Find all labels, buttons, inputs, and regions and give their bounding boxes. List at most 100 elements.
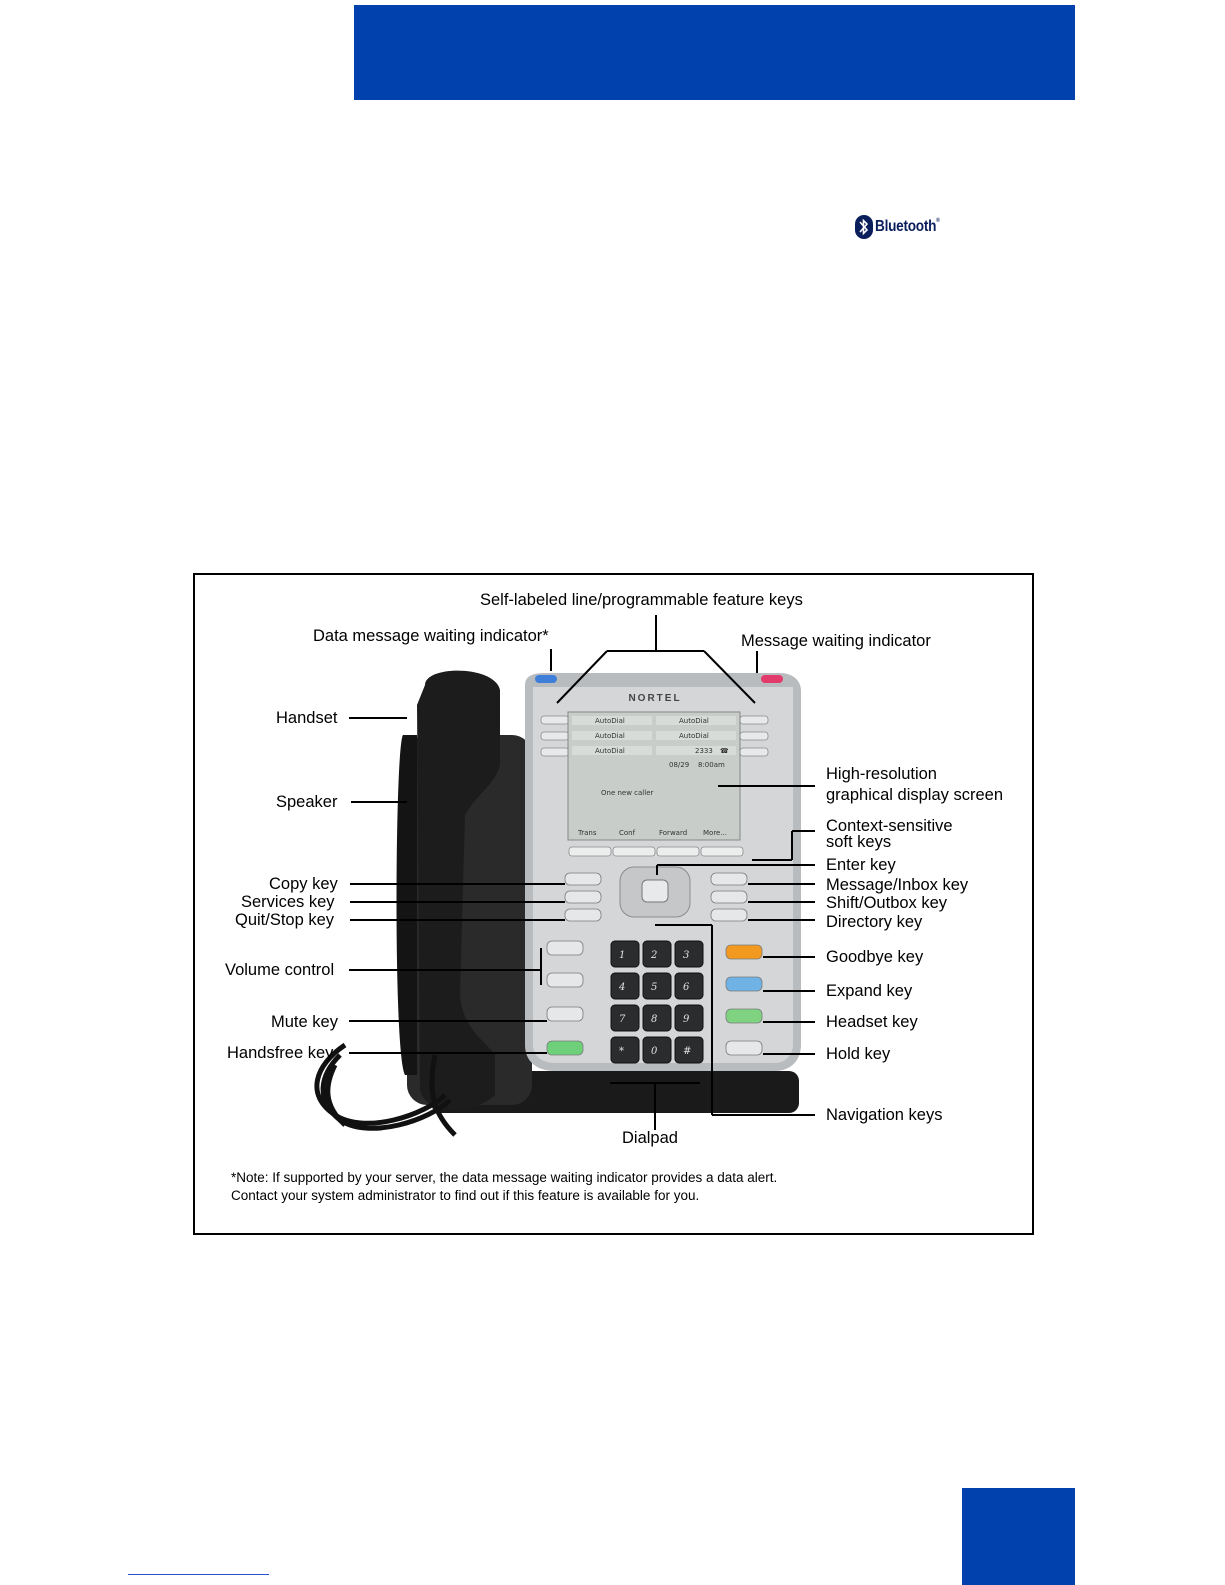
svg-text:More...: More...: [703, 829, 727, 837]
bluetooth-logo: Bluetooth®: [855, 214, 951, 240]
dialpad-key[interactable]: [642, 940, 672, 968]
label-mute: Mute key: [271, 1013, 339, 1031]
svg-text:Conf: Conf: [619, 829, 636, 837]
dialpad-key[interactable]: [610, 940, 640, 968]
label-enter: Enter key: [826, 856, 896, 874]
label-services: Services key: [241, 893, 335, 911]
label-handset: Handset: [276, 709, 338, 727]
line-key-left-3[interactable]: [540, 747, 570, 757]
bluetooth-icon: [855, 215, 873, 239]
dialpad-key-label: 1: [619, 950, 625, 961]
svg-text:AutoDial: AutoDial: [679, 717, 709, 725]
volume-up-key[interactable]: [546, 940, 584, 956]
label-directory: Directory key: [826, 913, 923, 931]
phone-illustration: NORTEL AutoDial AutoDial AutoDial AutoDi…: [314, 670, 801, 1137]
dialpad-key-label: 7: [619, 1014, 626, 1025]
soft-key-2[interactable]: [612, 846, 656, 857]
label-handsfree: Handsfree key: [227, 1044, 334, 1062]
svg-text:8:00am: 8:00am: [698, 761, 725, 769]
dialpad-key-label: 8: [651, 1014, 657, 1025]
softkey-labels: Trans Conf Forward More...: [577, 829, 727, 837]
svg-text:Forward: Forward: [659, 829, 687, 837]
label-goodbye: Goodbye key: [826, 948, 924, 966]
line-key-right-3[interactable]: [739, 747, 769, 757]
services-key[interactable]: [564, 890, 602, 904]
svg-text:Trans: Trans: [577, 829, 597, 837]
soft-key-4[interactable]: [700, 846, 744, 857]
brand-logo: NORTEL: [628, 693, 681, 704]
shift-outbox-key[interactable]: [710, 890, 748, 904]
label-message-waiting-indicator: Message waiting indicator: [741, 632, 931, 650]
label-context-2: soft keys: [826, 833, 891, 851]
label-shift-outbox: Shift/Outbox key: [826, 894, 948, 912]
svg-text:AutoDial: AutoDial: [595, 717, 625, 725]
soft-key-1[interactable]: [568, 846, 612, 857]
label-expand: Expand key: [826, 982, 913, 1000]
dialpad-key[interactable]: [642, 972, 672, 1000]
message-waiting-indicator: [761, 675, 783, 683]
label-message-inbox: Message/Inbox key: [826, 876, 969, 894]
line-key-right-2[interactable]: [739, 731, 769, 741]
line-key-right-1[interactable]: [739, 715, 769, 725]
volume-down-key[interactable]: [546, 972, 584, 988]
dialpad-key[interactable]: [674, 940, 704, 968]
line-key-left-2[interactable]: [540, 731, 570, 741]
svg-text:One new caller: One new caller: [601, 789, 654, 797]
svg-text:08/29: 08/29: [669, 761, 689, 769]
dialpad-key[interactable]: [610, 1004, 640, 1032]
enter-key[interactable]: [641, 879, 669, 903]
svg-text:AutoDial: AutoDial: [679, 732, 709, 740]
dialpad-key[interactable]: [642, 1036, 672, 1064]
dialpad-key[interactable]: [610, 1036, 640, 1064]
label-quit-stop: Quit/Stop key: [235, 911, 335, 929]
label-hires-1: High-resolution: [826, 765, 937, 783]
footer-link-underline[interactable]: [128, 1574, 269, 1575]
label-volume: Volume control: [225, 961, 334, 979]
dialpad-key[interactable]: [674, 972, 704, 1000]
expand-key[interactable]: [725, 976, 763, 992]
copy-key[interactable]: [564, 872, 602, 886]
label-context-1: Context-sensitive: [826, 817, 953, 835]
screen-line-labels: AutoDial AutoDial AutoDial AutoDial Auto…: [572, 716, 736, 797]
handsfree-key[interactable]: [546, 1040, 584, 1056]
line-key-left-1[interactable]: [540, 715, 570, 725]
dialpad-key[interactable]: [610, 972, 640, 1000]
dialpad-key-label: 5: [651, 982, 657, 993]
header-band: [354, 5, 1075, 100]
dialpad-key-label: #: [683, 1046, 691, 1057]
hold-key[interactable]: [725, 1040, 763, 1056]
callout-labels: Self-labeled line/programmable feature k…: [225, 591, 1003, 1203]
dialpad-key[interactable]: [642, 1004, 672, 1032]
svg-text:AutoDial: AutoDial: [595, 732, 625, 740]
dialpad-key-label: 2: [650, 950, 657, 961]
dialpad-key-label: *: [619, 1046, 624, 1057]
soft-key-3[interactable]: [656, 846, 700, 857]
mute-key[interactable]: [546, 1006, 584, 1022]
label-dialpad: Dialpad: [622, 1129, 678, 1147]
phone-diagram-figure: NORTEL AutoDial AutoDial AutoDial AutoDi…: [193, 573, 1034, 1235]
label-data-message-indicator: Data message waiting indicator*: [313, 627, 549, 645]
handset-cord: [314, 1042, 457, 1137]
dialpad-key-label: 9: [683, 1014, 690, 1025]
label-hold: Hold key: [826, 1045, 891, 1063]
dialpad-key[interactable]: [674, 1036, 704, 1064]
dialpad-key-label: 6: [683, 982, 690, 993]
goodbye-key[interactable]: [725, 944, 763, 960]
headset-key[interactable]: [725, 1008, 763, 1024]
label-copy: Copy key: [269, 875, 339, 893]
callout-lines: [349, 615, 815, 1130]
label-self-labeled-keys: Self-labeled line/programmable feature k…: [480, 591, 803, 609]
quit-stop-key[interactable]: [564, 908, 602, 922]
label-navigation: Navigation keys: [826, 1106, 942, 1124]
label-headset: Headset key: [826, 1013, 918, 1031]
dialpad-key-label: 3: [683, 950, 689, 961]
message-inbox-key[interactable]: [710, 872, 748, 886]
figure-note-line2: Contact your system administrator to fin…: [231, 1188, 699, 1203]
dialpad-key-label: 0: [651, 1046, 658, 1057]
label-speaker: Speaker: [276, 793, 338, 811]
directory-key[interactable]: [710, 908, 748, 922]
phone-icon: ☎: [720, 747, 729, 755]
dialpad-key[interactable]: [674, 1004, 704, 1032]
label-hires-2: graphical display screen: [826, 786, 1003, 804]
